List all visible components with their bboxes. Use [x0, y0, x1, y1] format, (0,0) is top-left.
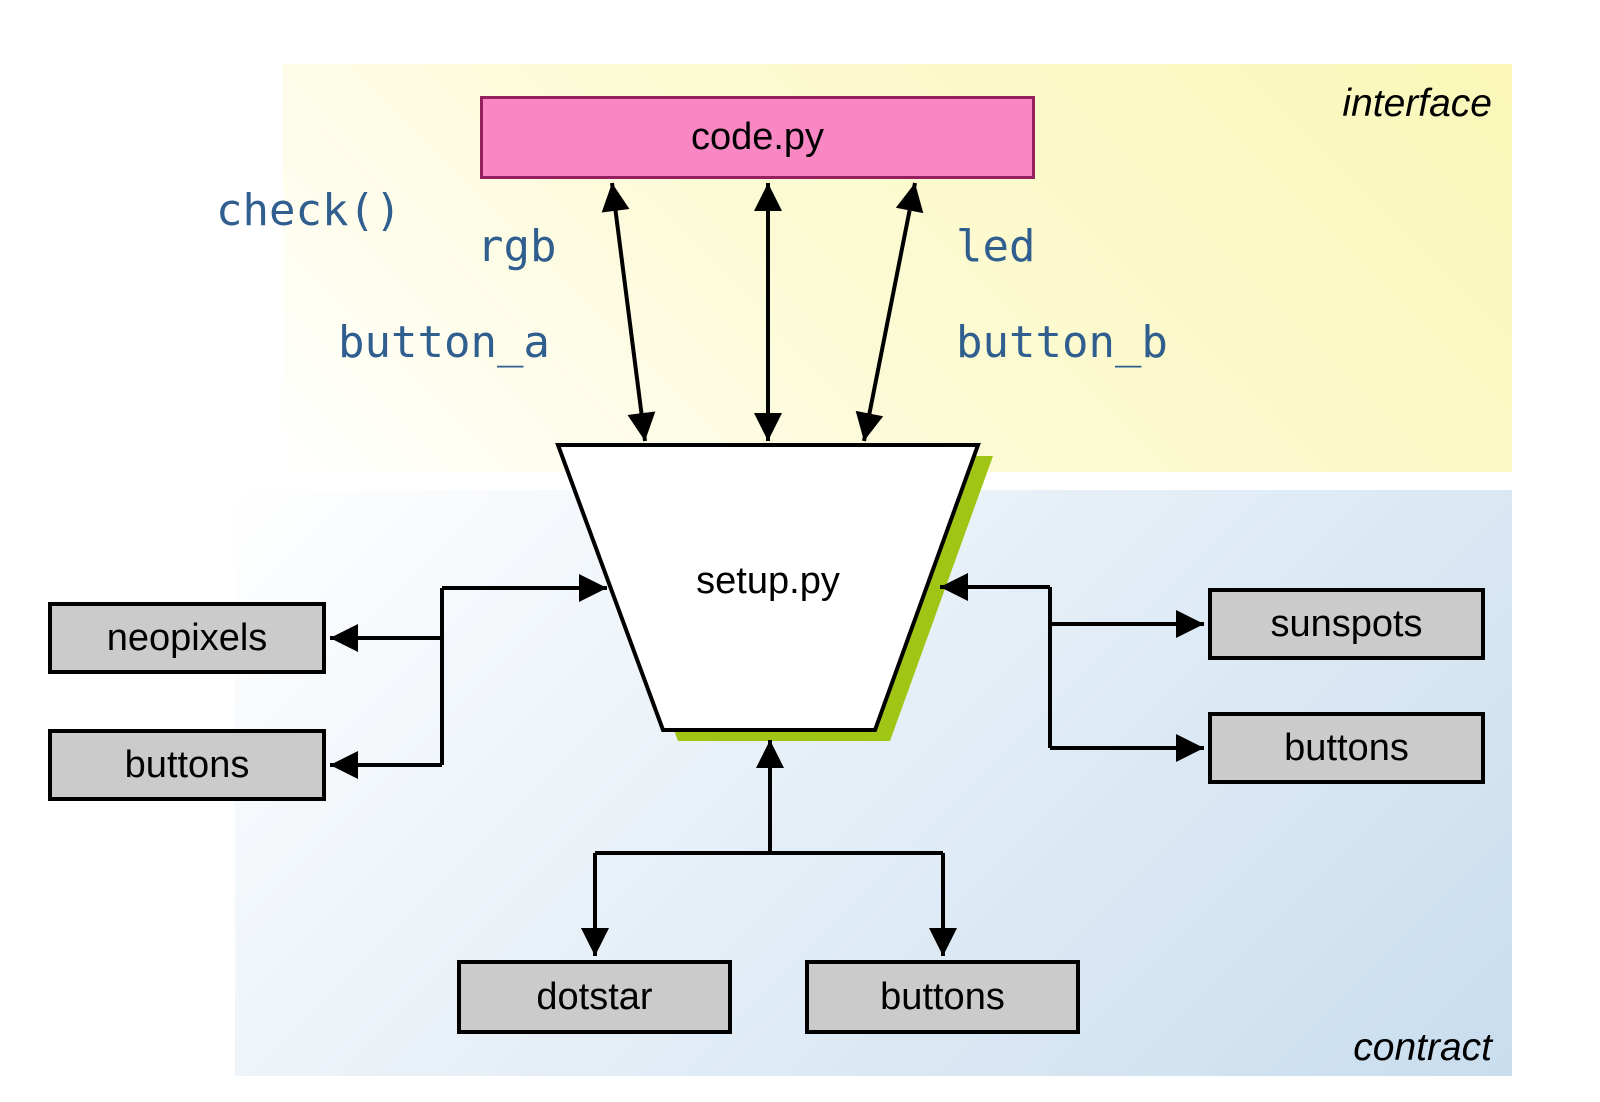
annotation-led: led [956, 221, 1036, 272]
node-sunspots-label: sunspots [1270, 602, 1423, 645]
setup-py-funnel [555, 443, 993, 741]
node-buttons-left-label: buttons [124, 743, 250, 786]
left-connector [330, 574, 607, 779]
node-dotstar-label: dotstar [536, 975, 653, 1018]
node-setup-py-label: setup.py [696, 560, 840, 602]
annotation-check: check() [216, 185, 402, 236]
node-buttons-right: buttons [1208, 712, 1485, 784]
annotation-rgb: rgb [477, 221, 557, 272]
node-buttons-left: buttons [48, 729, 326, 801]
interface-label: interface [1342, 82, 1492, 125]
node-buttons-bottom-label: buttons [880, 975, 1005, 1018]
node-sunspots: sunspots [1208, 588, 1485, 660]
node-code-py: code.py [480, 96, 1035, 179]
node-neopixels-label: neopixels [106, 616, 268, 659]
node-neopixels: neopixels [48, 602, 326, 674]
annotation-button-a: button_a [338, 317, 550, 368]
node-buttons-bottom: buttons [805, 960, 1080, 1034]
node-dotstar: dotstar [457, 960, 732, 1034]
funnel-body [555, 443, 981, 732]
node-buttons-right-label: buttons [1284, 726, 1409, 769]
node-code-py-label: code.py [690, 116, 825, 158]
contract-label: contract [1353, 1026, 1492, 1069]
annotation-button-b: button_b [956, 317, 1168, 368]
right-connector [940, 573, 1204, 762]
bottom-connector [581, 740, 957, 956]
code-setup-double-arrows [601, 182, 924, 442]
